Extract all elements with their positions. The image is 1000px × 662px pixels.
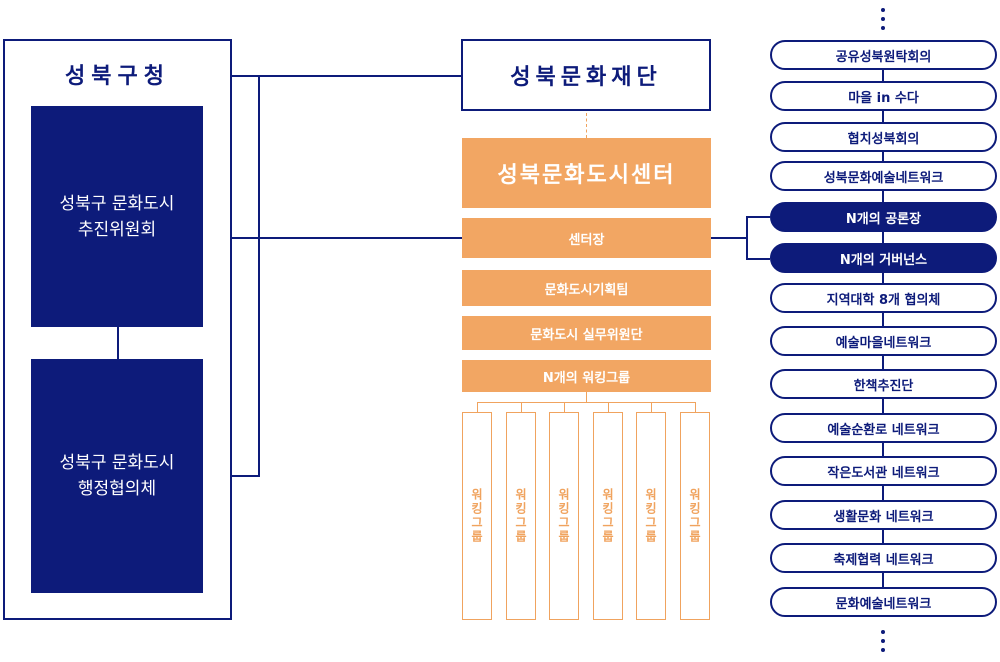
network-item-8: 예술마을네트워크 — [770, 326, 997, 356]
promotion-committee-box: 성북구 문화도시 추진위원회 — [31, 106, 203, 327]
connector-director-right — [711, 237, 747, 239]
network-item-7: 지역대학 8개 협의체 — [770, 283, 997, 313]
ellipsis-dot-top-1 — [881, 8, 885, 12]
connector-bracket-bottom — [746, 258, 770, 260]
seongbuk-gu-office-title: 성북구청 — [65, 64, 170, 89]
connector-vertical-left — [258, 75, 260, 476]
director-box: 센터장 — [462, 218, 711, 258]
network-item-4: 성북문화예술네트워크 — [770, 161, 997, 191]
network-item-12: 생활문화 네트워크 — [770, 500, 997, 530]
foundation-connector — [586, 113, 588, 138]
network-item-1: 공유성북원탁회의 — [770, 40, 997, 70]
network-item-3: 협치성북회의 — [770, 122, 997, 152]
tree-drop-4 — [608, 402, 609, 412]
network-item-13: 축제협력 네트워크 — [770, 543, 997, 573]
connector-bracket-vertical — [746, 216, 748, 259]
seongbuk-gu-office-panel — [3, 39, 232, 620]
foundation-title: 성북문화재단 — [461, 39, 711, 111]
tree-drop-6 — [695, 402, 696, 412]
ellipsis-dot-bottom-1 — [881, 630, 885, 634]
ellipsis-dot-bottom-2 — [881, 639, 885, 643]
network-item-10: 예술순환로 네트워크 — [770, 413, 997, 443]
culture-city-center-box: 성북문화도시센터 — [462, 138, 711, 208]
working-group-5: 워킹그룹 — [636, 412, 666, 620]
connector-bracket-top — [746, 216, 770, 218]
tree-stem — [586, 392, 587, 402]
connector-office-foundation — [232, 75, 461, 77]
connector-admin-council — [232, 475, 260, 477]
working-group-6: 워킹그룹 — [680, 412, 710, 620]
connector-to-director — [232, 237, 462, 239]
working-group-1: 워킹그룹 — [462, 412, 492, 620]
tree-bar — [477, 402, 695, 403]
ellipsis-dot-top-3 — [881, 26, 885, 30]
working-group-4: 워킹그룹 — [593, 412, 623, 620]
left-connector — [117, 327, 119, 359]
working-groups-box: N개의 워킹그룹 — [462, 360, 711, 392]
admin-council-box: 성북구 문화도시 행정협의체 — [31, 359, 203, 593]
tree-drop-3 — [564, 402, 565, 412]
working-committee-box: 문화도시 실무위원단 — [462, 316, 711, 350]
working-group-2: 워킹그룹 — [506, 412, 536, 620]
network-item-9: 한책추진단 — [770, 369, 997, 399]
tree-drop-5 — [651, 402, 652, 412]
network-item-6: N개의 거버넌스 — [770, 243, 997, 273]
network-item-2: 마을 in 수다 — [770, 81, 997, 111]
planning-team-box: 문화도시기획팀 — [462, 270, 711, 306]
ellipsis-dot-top-2 — [881, 17, 885, 21]
working-group-3: 워킹그룹 — [549, 412, 579, 620]
tree-drop-1 — [477, 402, 478, 412]
tree-drop-2 — [521, 402, 522, 412]
network-item-5: N개의 공론장 — [770, 202, 997, 232]
network-item-14: 문화예술네트워크 — [770, 587, 997, 617]
network-item-11: 작은도서관 네트워크 — [770, 456, 997, 486]
ellipsis-dot-bottom-3 — [881, 648, 885, 652]
